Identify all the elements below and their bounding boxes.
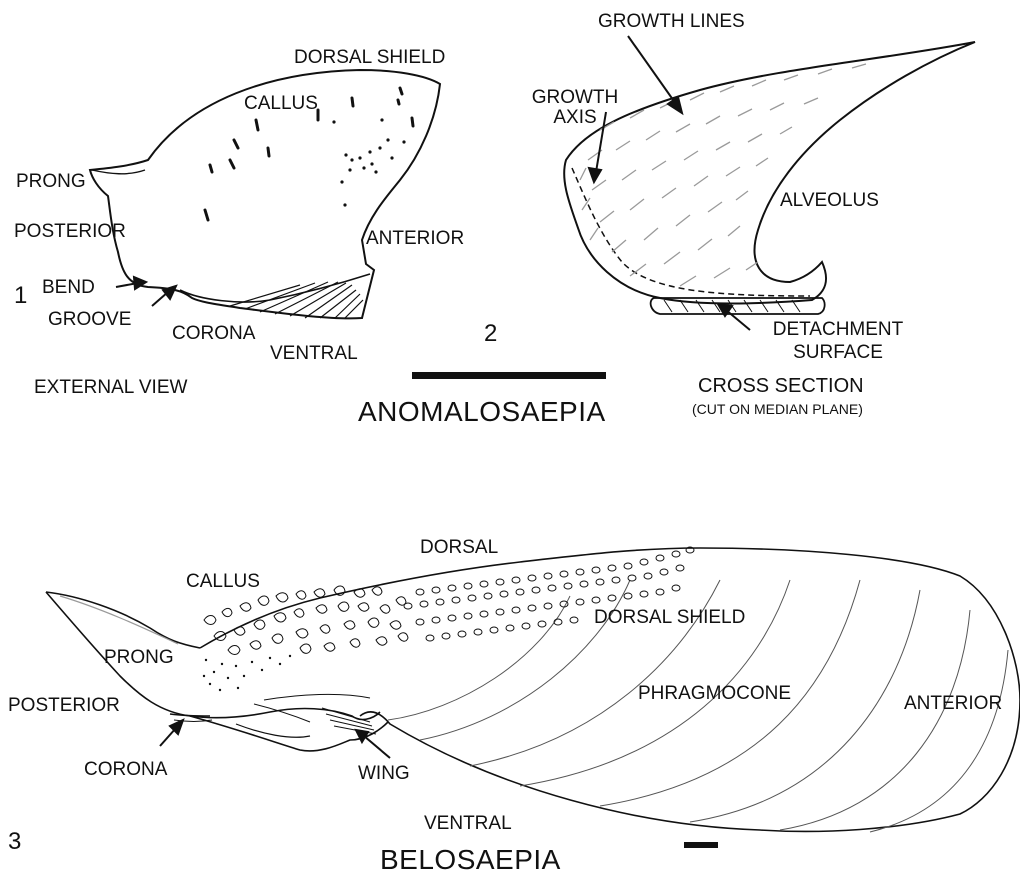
fig2-subcaption: (CUT ON MEDIAN PLANE) [692, 402, 863, 416]
fig1-label-anterior: ANTERIOR [366, 229, 464, 248]
fig1-caption: EXTERNAL VIEW [34, 378, 187, 397]
fig1-label-callus: CALLUS [244, 94, 318, 113]
fig2-label-growth-axis: GROWTH AXIS [520, 88, 630, 127]
fig1-label-corona: CORONA [172, 324, 255, 343]
fig2-number: 2 [484, 322, 497, 346]
fig3-label-anterior: ANTERIOR [904, 694, 1002, 713]
fig3-label-dorsal: DORSAL [420, 538, 498, 557]
fig3-label-dorsal-shield: DORSAL SHIELD [594, 608, 745, 627]
fig1-arrows [116, 277, 176, 306]
genus-title-anomalosaepia: ANOMALOSAEPIA [358, 398, 606, 426]
genus-title-belosaepia: BELOSAEPIA [380, 846, 561, 874]
fig3-label-corona: CORONA [84, 760, 167, 779]
fig2-label-growth-axis-line2: AXIS [520, 108, 630, 127]
scale-bar-bottom [684, 842, 718, 848]
fig2-caption: CROSS SECTION [698, 376, 864, 396]
fig3-label-ventral: VENTRAL [424, 814, 512, 833]
fig1-label-dorsal-shield: DORSAL SHIELD [294, 48, 445, 67]
scale-bar-top [412, 372, 606, 379]
fig3-stipple [203, 655, 291, 691]
fig1-label-groove: GROOVE [48, 310, 131, 329]
fig1-number: 1 [14, 284, 27, 308]
fig1-label-ventral: VENTRAL [270, 344, 358, 363]
fig2-label-growth-lines: GROWTH LINES [598, 12, 745, 31]
fig1-label-prong: PRONG [16, 172, 86, 191]
fig1-dorsal-dots [332, 118, 405, 206]
fig3-number: 3 [8, 830, 21, 854]
fig2-label-detachment-line1: DETACHMENT [748, 320, 928, 339]
fig3-callus-texture [204, 586, 408, 655]
fig2-label-alveolus: ALVEOLUS [780, 191, 879, 210]
fig2-label-growth-axis-line1: GROWTH [520, 88, 630, 107]
fig3-label-phragmocone: PHRAGMOCONE [638, 684, 791, 703]
fig1-label-posterior: POSTERIOR [14, 222, 126, 241]
fig1-label-bend: BEND [42, 278, 95, 297]
fig3-label-wing: WING [358, 764, 410, 783]
fig2-label-detachment-surface: DETACHMENT SURFACE [748, 320, 928, 362]
fig1-corona-hatching [230, 282, 363, 318]
fig3-label-prong: PRONG [104, 648, 174, 667]
fig3-label-posterior: POSTERIOR [8, 696, 120, 715]
fig3-label-callus: CALLUS [186, 572, 260, 591]
fig2-label-detachment-line2: SURFACE [748, 343, 928, 362]
